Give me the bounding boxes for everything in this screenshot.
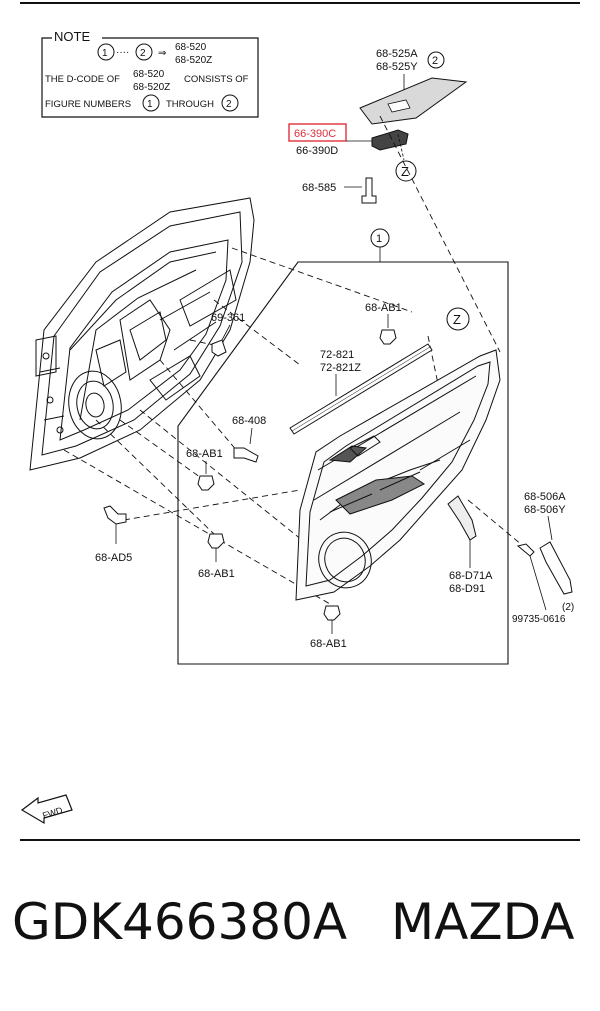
note-line2-code-b: 68-520Z xyxy=(133,82,170,93)
svg-text:2: 2 xyxy=(432,55,438,67)
switch-bezel-plate xyxy=(359,77,468,125)
label-72-821: 72-821 xyxy=(320,349,354,361)
label-68-ad5: 68-AD5 xyxy=(95,552,132,564)
label-69-361: 69-361 xyxy=(211,312,245,324)
circle-z-top: Z xyxy=(401,164,409,179)
door-trim-panel xyxy=(295,349,501,601)
molding-68-506a xyxy=(539,541,573,595)
label-68-408: 68-408 xyxy=(232,415,266,427)
label-68-506a: 68-506A xyxy=(524,491,566,503)
note-code-a: 68-520 xyxy=(175,42,207,53)
highlight-66-390c xyxy=(288,123,347,142)
right-parts-group: 68-D71A 68-D91 68-506A 68-506Y (2) 99735… xyxy=(447,491,574,625)
label-66-390d: 66-390D xyxy=(296,145,338,157)
label-68-ab1-bottom: 68-AB1 xyxy=(310,638,347,650)
label-qty-2: (2) xyxy=(562,602,574,613)
svg-text:····: ···· xyxy=(116,47,129,58)
clip-68-ab1-left xyxy=(197,475,215,491)
label-68-525a: 68-525A xyxy=(376,48,418,60)
note-line2-code-a: 68-520 xyxy=(133,69,165,80)
clip-68-ad5 xyxy=(103,505,127,525)
window-switch xyxy=(371,129,409,151)
clip-69-361-group: 69-361 xyxy=(211,312,245,357)
note-code-b: 68-520Z xyxy=(175,55,212,66)
label-68-ab1-left: 68-AB1 xyxy=(186,448,223,460)
clip-68-ad5-group: 68-AD5 xyxy=(95,505,132,564)
screw-68-585 xyxy=(361,177,377,204)
label-66-390c: 66-390C xyxy=(294,128,336,140)
door-frame xyxy=(29,197,255,471)
label-68-d91: 68-D91 xyxy=(449,583,485,595)
switch-bezel-group: 68-525A 68-525Y 2 66-390C 66-390D Z 68-5… xyxy=(288,48,468,204)
note-circle-2: 2 xyxy=(140,48,146,59)
label-68-d71a: 68-D71A xyxy=(449,570,493,582)
label-99735-0616: 99735-0616 xyxy=(512,614,566,625)
label-68-ab1-lower: 68-AB1 xyxy=(198,568,235,580)
note-arrow: ⇒ xyxy=(158,48,166,59)
screw-99735 xyxy=(516,543,535,557)
fwd-arrow-icon: FWD xyxy=(20,794,73,825)
note-line3-b: THROUGH xyxy=(166,99,214,110)
clip-68-ab1-bottom xyxy=(323,605,341,621)
clip-68-ab1-top xyxy=(379,329,397,345)
note-line2-b: CONSISTS OF xyxy=(184,74,249,85)
footer-part-number: GDK466380A xyxy=(12,893,348,951)
label-68-525y: 68-525Y xyxy=(376,61,418,73)
label-68-585: 68-585 xyxy=(302,182,336,194)
circle-1-label: 1 xyxy=(376,233,382,245)
garnish-68-d71a xyxy=(447,495,477,541)
note-line2-a: THE D-CODE OF xyxy=(45,74,120,85)
trim-panel-box: 1 Z 68-AB1 72-821 72-821Z 68-408 68-AB1 … xyxy=(177,228,509,665)
label-68-506y: 68-506Y xyxy=(524,504,566,516)
circle-z-panel: Z xyxy=(453,312,461,327)
label-68-ab1-top: 68-AB1 xyxy=(365,302,402,314)
label-72-821z: 72-821Z xyxy=(320,362,361,374)
footer-brand: MAZDA xyxy=(391,893,575,951)
note-title: NOTE xyxy=(54,29,90,44)
screw-68-408 xyxy=(233,447,259,463)
svg-text:2: 2 xyxy=(226,99,232,110)
note-box: NOTE 1 ···· 2 ⇒ 68-520 68-520Z THE D-COD… xyxy=(41,29,259,118)
note-line3-a: FIGURE NUMBERS xyxy=(45,99,131,110)
footer: GDK466380A MAZDA xyxy=(0,893,600,973)
leader-lines xyxy=(63,115,529,605)
svg-text:1: 1 xyxy=(147,99,153,110)
clip-69-361 xyxy=(211,339,227,357)
note-circle-1: 1 xyxy=(102,48,108,59)
clip-68-ab1-lower xyxy=(207,533,225,549)
